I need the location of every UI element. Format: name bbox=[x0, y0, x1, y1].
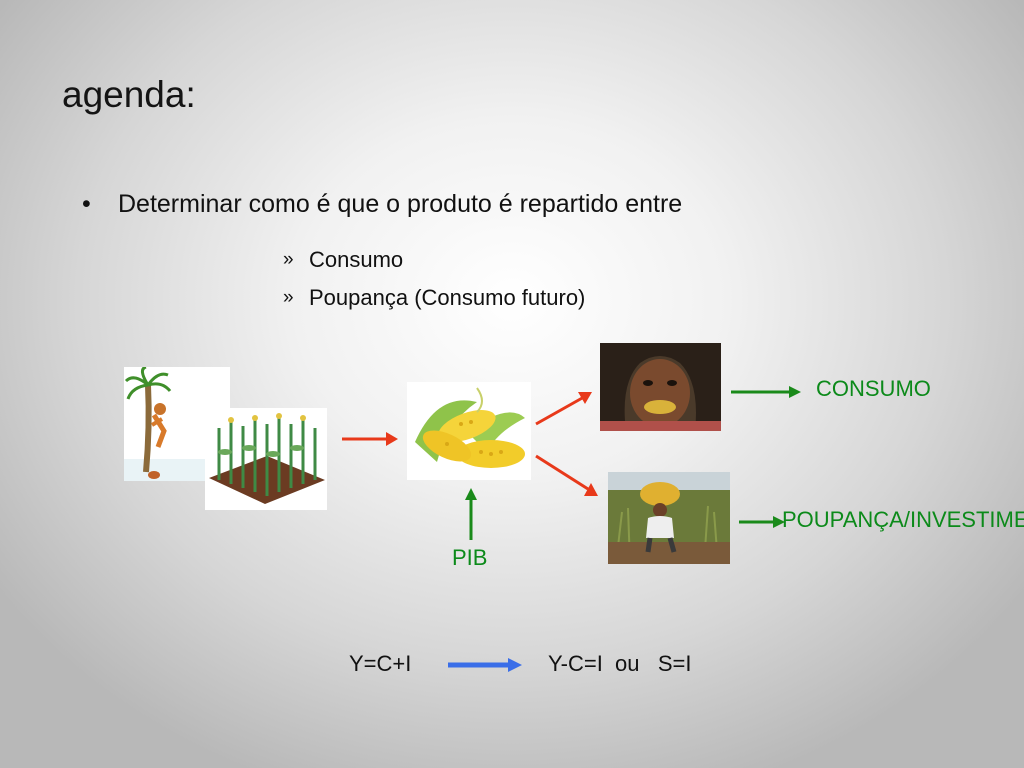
bullet-marker: • bbox=[82, 190, 91, 218]
bullet-text: Determinar como é que o produto é repart… bbox=[118, 190, 683, 218]
subitem-consumo: » Consumo bbox=[283, 247, 403, 273]
pib-label: PIB bbox=[452, 545, 488, 570]
corn-field-image bbox=[205, 408, 327, 510]
subitem-text: Poupança (Consumo futuro) bbox=[309, 285, 586, 310]
girl-eating-corn-image bbox=[600, 343, 721, 431]
poupanca-investimento-label: POUPANÇA/INVESTIMENTO bbox=[782, 507, 1024, 532]
bullet-item: • Determinar como é que o produto é repa… bbox=[82, 190, 682, 219]
equation-left: Y=C+I bbox=[349, 651, 412, 676]
equation-right: Y-C=I ou S=I bbox=[548, 651, 692, 676]
arrow-to-consumo-label-icon bbox=[731, 386, 801, 398]
corn-pile-image bbox=[407, 382, 531, 480]
arrow-equation-icon bbox=[448, 658, 522, 672]
subitem-marker: » bbox=[283, 249, 294, 270]
farmer-in-field-image bbox=[608, 472, 730, 564]
subitem-marker: » bbox=[283, 287, 294, 308]
slide-title: agenda: bbox=[62, 74, 196, 115]
consumo-label: CONSUMO bbox=[816, 376, 931, 401]
subitem-poupanca: » Poupança (Consumo futuro) bbox=[283, 285, 585, 311]
arrow-to-poupanca-image-icon bbox=[535, 454, 598, 496]
arrow-to-corn-icon bbox=[342, 432, 398, 446]
arrow-to-poupanca-label-icon bbox=[739, 516, 785, 528]
subitem-text: Consumo bbox=[309, 247, 404, 272]
arrow-pib-up-icon bbox=[465, 488, 477, 540]
arrow-to-consumo-image-icon bbox=[535, 392, 592, 426]
